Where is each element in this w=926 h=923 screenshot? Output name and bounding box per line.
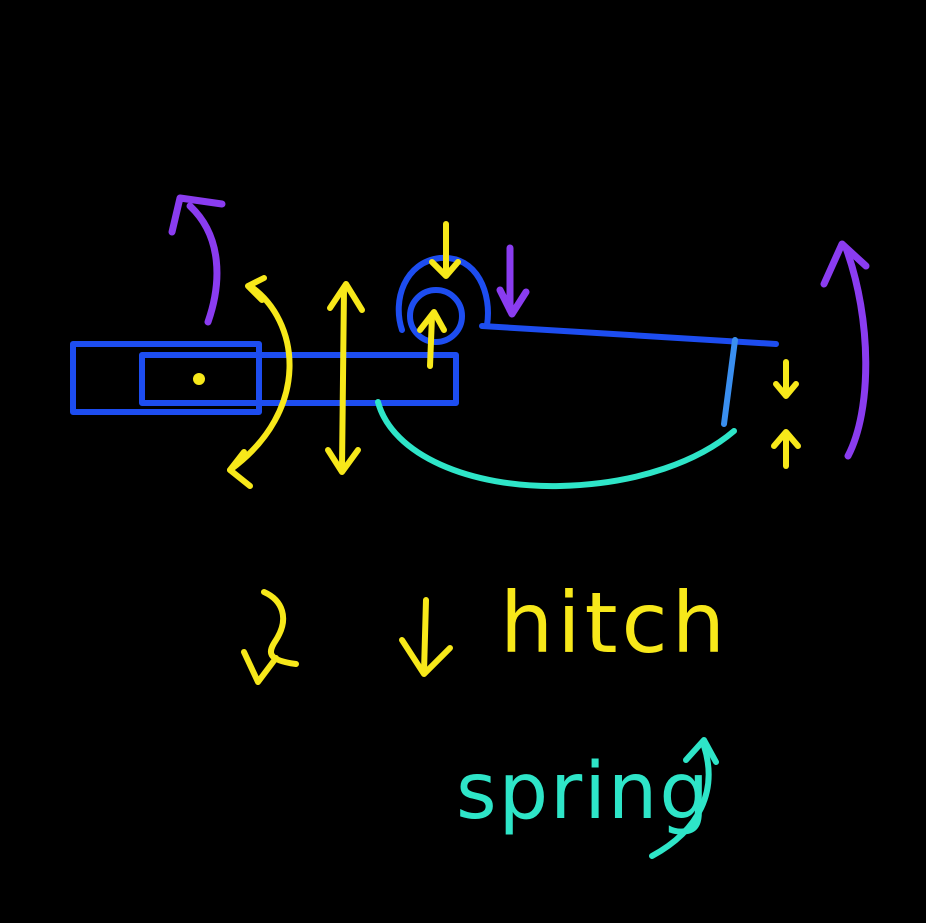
hitch-label: hitch bbox=[500, 574, 729, 672]
pivot-down-arrow bbox=[496, 244, 530, 318]
dome-down-arrow bbox=[429, 221, 461, 279]
pin-up-arrow bbox=[417, 309, 447, 369]
right-up-arrow bbox=[820, 240, 870, 460]
vertical-double-arrow bbox=[325, 281, 365, 475]
hitch-down-arrow bbox=[399, 597, 453, 677]
squeeze-up-arrow bbox=[771, 429, 801, 469]
pin-dot bbox=[193, 373, 205, 385]
squeeze-down-arrow bbox=[773, 359, 799, 399]
rotation-double-arrow bbox=[227, 275, 293, 489]
pivot-pin bbox=[407, 287, 465, 345]
pivot-dome bbox=[395, 254, 491, 333]
lever-arm bbox=[479, 323, 779, 347]
left-up-arrow bbox=[168, 194, 226, 326]
spring-label: spring bbox=[456, 747, 711, 837]
outer-tube bbox=[70, 341, 262, 415]
mechanism-frame bbox=[70, 254, 779, 415]
vertical-link bbox=[721, 337, 738, 427]
inner-bar bbox=[139, 352, 459, 406]
spring-up-arrow bbox=[649, 737, 719, 859]
hook-down-arrow bbox=[241, 589, 299, 685]
spring-curve bbox=[375, 399, 737, 490]
